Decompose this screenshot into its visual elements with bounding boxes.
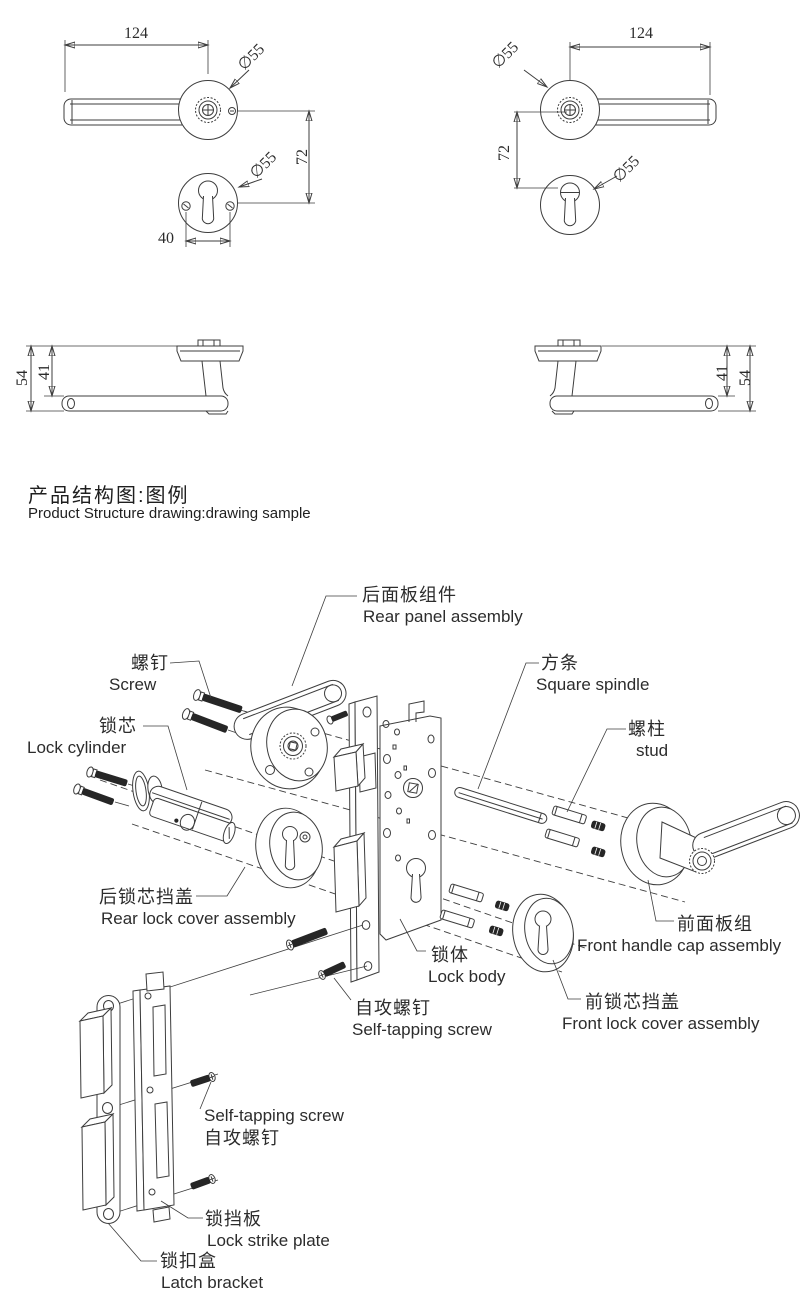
- dim-center-distance-left: 72: [294, 149, 311, 165]
- front-view-right-drawing: [514, 42, 717, 235]
- label-self-tapping-screw-2-en: Self-tapping screw: [204, 1106, 344, 1125]
- label-front-handle-cap-en: Front handle cap assembly: [577, 936, 782, 955]
- label-square-spindle: 方条 Square spindle: [536, 652, 649, 696]
- label-square-spindle-cn: 方条: [541, 653, 579, 673]
- cylinder-screws: [73, 766, 142, 807]
- label-lock-cylinder-cn: 锁芯: [99, 716, 137, 736]
- label-rear-panel-en: Rear panel assembly: [363, 607, 523, 626]
- label-square-spindle-en: Square spindle: [536, 675, 650, 694]
- label-lock-strike-plate-en: Lock strike plate: [207, 1231, 330, 1250]
- section-title-cn: 产品结构图:图例: [28, 485, 190, 507]
- self-tapping-screws: [190, 927, 346, 1190]
- label-rear-lock-cover-en: Rear lock cover assembly: [101, 909, 296, 928]
- label-front-handle-cap-cn: 前面板组: [677, 914, 753, 934]
- label-lock-body-cn: 锁体: [431, 945, 469, 965]
- label-self-tapping-screw-1-cn: 自攻螺钉: [355, 998, 431, 1018]
- label-self-tapping-screw-2-cn: 自攻螺钉: [204, 1128, 280, 1148]
- label-stud: 螺柱 stud: [628, 718, 668, 762]
- dim-handle-length-right: 124: [629, 25, 653, 42]
- square-spindle-part: [454, 787, 548, 824]
- lock-body-part: [379, 700, 442, 941]
- dim-side-inner-left: 41: [36, 364, 53, 380]
- dim-handle-length-left: 124: [124, 25, 148, 42]
- exploded-diagram: [73, 595, 800, 1262]
- label-self-tapping-screw-2: Self-tapping screw 自攻螺钉: [204, 1105, 344, 1149]
- label-stud-en: stud: [636, 741, 669, 760]
- front-view-left-drawing: [64, 40, 315, 247]
- label-lock-body: 锁体 Lock body: [428, 944, 506, 988]
- label-stud-cn: 螺柱: [628, 719, 666, 739]
- label-screw: 螺钉 Screw: [109, 652, 169, 696]
- label-rear-lock-cover: 后锁芯挡盖 Rear lock cover assembly: [99, 886, 296, 930]
- faceplate-part: [332, 695, 406, 983]
- dim-screw-spacing: 40: [158, 230, 174, 247]
- side-view-left-drawing: [26, 339, 244, 415]
- dim-side-total-left: 54: [14, 370, 31, 386]
- side-view-right-drawing: [534, 339, 756, 415]
- label-latch-bracket-cn: 锁扣盒: [160, 1251, 217, 1271]
- label-self-tapping-screw-1: 自攻螺钉 Self-tapping screw: [352, 997, 492, 1041]
- label-latch-bracket-en: Latch bracket: [161, 1273, 264, 1292]
- dim-side-total-right: 54: [737, 370, 754, 386]
- front-lock-cover-part: [512, 893, 574, 973]
- label-self-tapping-screw-1-en: Self-tapping screw: [352, 1020, 492, 1039]
- label-front-lock-cover-cn: 前锁芯挡盖: [585, 992, 680, 1012]
- rear-lock-cover-part: [255, 807, 323, 889]
- label-lock-strike-plate-cn: 锁挡板: [205, 1209, 262, 1229]
- label-rear-panel: 后面板组件 Rear panel assembly: [361, 584, 523, 628]
- rear-screws: [181, 689, 269, 739]
- label-screw-en: Screw: [109, 675, 157, 694]
- label-front-lock-cover-en: Front lock cover assembly: [562, 1014, 760, 1033]
- dim-center-distance-right: 72: [496, 145, 513, 161]
- stud-parts: [439, 805, 606, 937]
- label-rear-panel-cn: 后面板组件: [362, 585, 457, 605]
- front-handle-cap-part: [620, 801, 800, 886]
- latch-bracket-part: [78, 995, 121, 1224]
- label-latch-bracket: 锁扣盒 Latch bracket: [160, 1250, 263, 1294]
- label-leader-lines: [107, 595, 674, 1262]
- label-front-lock-cover: 前锁芯挡盖 Front lock cover assembly: [562, 991, 759, 1035]
- rear-panel-assembly-part: [233, 679, 348, 790]
- label-lock-strike-plate: 锁挡板 Lock strike plate: [205, 1208, 330, 1252]
- section-title-en: Product Structure drawing:drawing sample: [28, 505, 311, 522]
- label-lock-cylinder-en: Lock cylinder: [27, 738, 127, 757]
- label-front-handle-cap: 前面板组 Front handle cap assembly: [577, 913, 781, 957]
- lock-cylinder-part: [132, 770, 236, 845]
- label-screw-cn: 螺钉: [131, 653, 169, 673]
- label-rear-lock-cover-cn: 后锁芯挡盖: [99, 887, 194, 907]
- lock-strike-plate-part: [132, 971, 175, 1223]
- label-lock-body-en: Lock body: [428, 967, 506, 986]
- dim-side-inner-right: 41: [714, 365, 731, 381]
- label-lock-cylinder: 锁芯 Lock cylinder: [27, 715, 137, 759]
